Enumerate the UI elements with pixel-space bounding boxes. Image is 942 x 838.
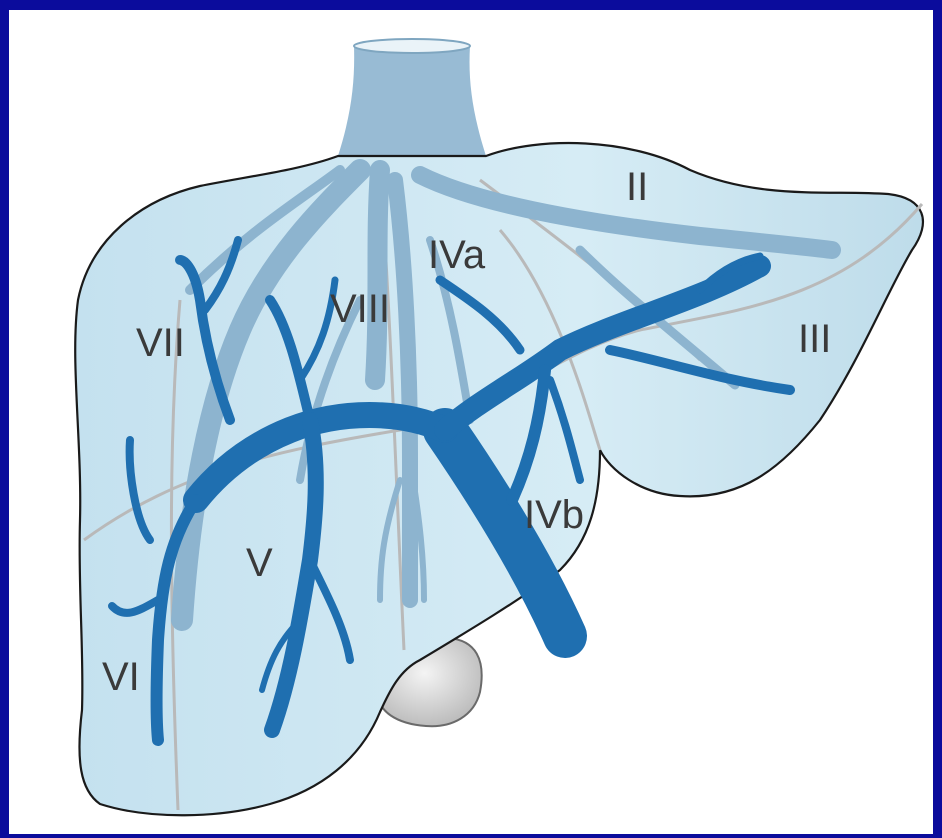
segment-label-V: V — [246, 541, 273, 585]
segment-label-VIII: VIII — [330, 287, 390, 331]
segment-label-IVa: IVa — [428, 233, 486, 277]
image-frame: II III IVa IVb V VI VII VIII — [9, 10, 933, 834]
inferior-vena-cava — [338, 39, 486, 156]
segment-label-VII: VII — [136, 321, 185, 365]
segment-label-III: III — [798, 317, 831, 361]
segment-label-IVb: IVb — [524, 493, 584, 537]
segment-label-VI: VI — [102, 655, 140, 699]
segment-label-II: II — [626, 165, 648, 209]
liver-segments-diagram: II III IVa IVb V VI VII VIII — [9, 10, 933, 834]
